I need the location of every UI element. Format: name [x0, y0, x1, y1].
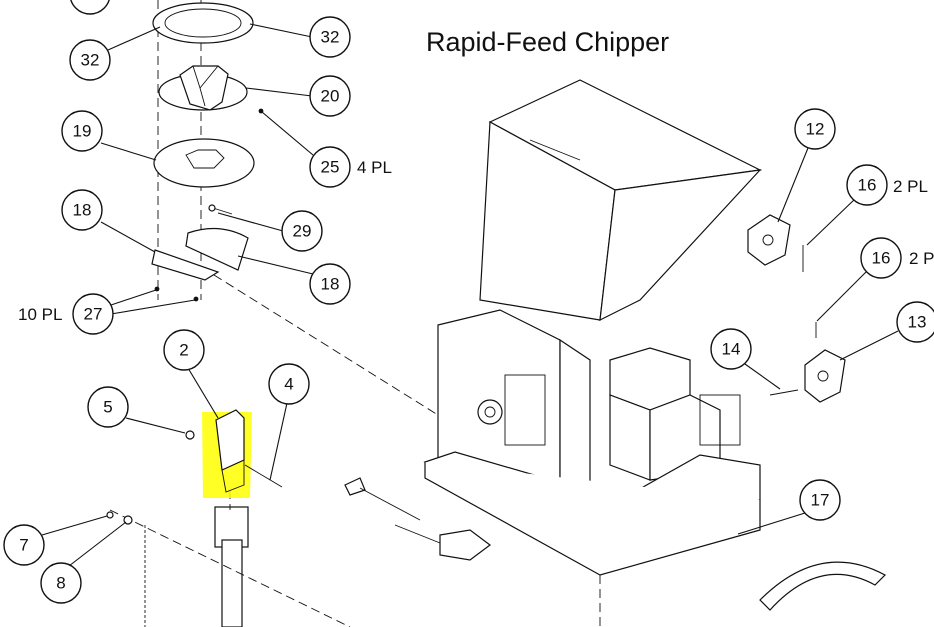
svg-text:16: 16	[858, 176, 877, 195]
svg-text:14: 14	[722, 340, 741, 359]
leader-lines	[41, 23, 899, 567]
callout-19: 19	[61, 110, 103, 152]
svg-text:37: 37	[81, 0, 100, 4]
callout-32-left: 32	[69, 39, 111, 81]
callout-7: 7	[3, 524, 45, 566]
callout-25: 25	[309, 146, 351, 188]
svg-text:27: 27	[84, 305, 103, 324]
part-18-guard-plates	[151, 227, 249, 281]
linkage-pins	[344, 477, 491, 561]
part-12-bracket	[747, 214, 791, 266]
callout-12: 12	[794, 108, 836, 150]
svg-text:13: 13	[908, 313, 927, 332]
svg-text:19: 19	[73, 122, 92, 141]
callout-37: 37	[70, 0, 110, 15]
lower-tube-assembly	[109, 490, 351, 627]
svg-text:2: 2	[179, 341, 188, 360]
svg-text:12: 12	[806, 120, 825, 139]
svg-text:18: 18	[321, 275, 340, 294]
callout-16-lower: 16	[860, 237, 902, 279]
bolt-27-marker-b	[193, 296, 199, 302]
note-16b-qty: 2 P	[909, 249, 934, 268]
callout-5: 5	[87, 386, 129, 428]
part-14-pin	[769, 389, 799, 396]
callout-14: 14	[710, 328, 752, 370]
hopper	[479, 79, 763, 322]
callout-18-right: 18	[309, 263, 351, 305]
diagram-title: Rapid-Feed Chipper	[426, 27, 669, 57]
svg-text:7: 7	[19, 536, 28, 555]
callout-16-upper: 16	[846, 164, 888, 206]
part-2-highlighted	[106, 409, 283, 525]
assembly-line	[213, 274, 471, 436]
callout-13: 13	[896, 301, 934, 343]
svg-text:29: 29	[293, 222, 312, 241]
note-16a-qty: 2 PL	[893, 177, 928, 196]
svg-text:20: 20	[321, 87, 340, 106]
callout-2: 2	[163, 329, 205, 371]
svg-text:18: 18	[73, 201, 92, 220]
part-19-gasket	[153, 138, 255, 188]
svg-text:17: 17	[811, 491, 830, 510]
note-25-qty: 4 PL	[357, 158, 392, 177]
note-27-qty: 10 PL	[18, 305, 62, 324]
callout-4: 4	[268, 363, 310, 405]
svg-text:25: 25	[321, 158, 340, 177]
svg-text:16: 16	[872, 249, 891, 268]
callout-20: 20	[309, 75, 351, 117]
callout-18-left: 18	[61, 189, 103, 231]
callout-32-right: 32	[309, 16, 351, 58]
part-29-bolt	[208, 204, 233, 215]
part-13-bracket	[804, 349, 846, 403]
svg-text:4: 4	[284, 375, 293, 394]
fender	[759, 561, 886, 611]
svg-text:32: 32	[81, 51, 100, 70]
base-frame	[423, 451, 761, 627]
svg-text:32: 32	[321, 28, 340, 47]
callout-27: 27	[72, 293, 114, 335]
callout-8: 8	[40, 562, 82, 604]
part-32-flange-ring	[152, 2, 254, 44]
svg-text:5: 5	[103, 398, 112, 417]
callout-17: 17	[799, 479, 841, 521]
svg-text:8: 8	[56, 574, 65, 593]
part-20-hub-plate	[158, 65, 248, 111]
callout-29: 29	[281, 210, 323, 252]
